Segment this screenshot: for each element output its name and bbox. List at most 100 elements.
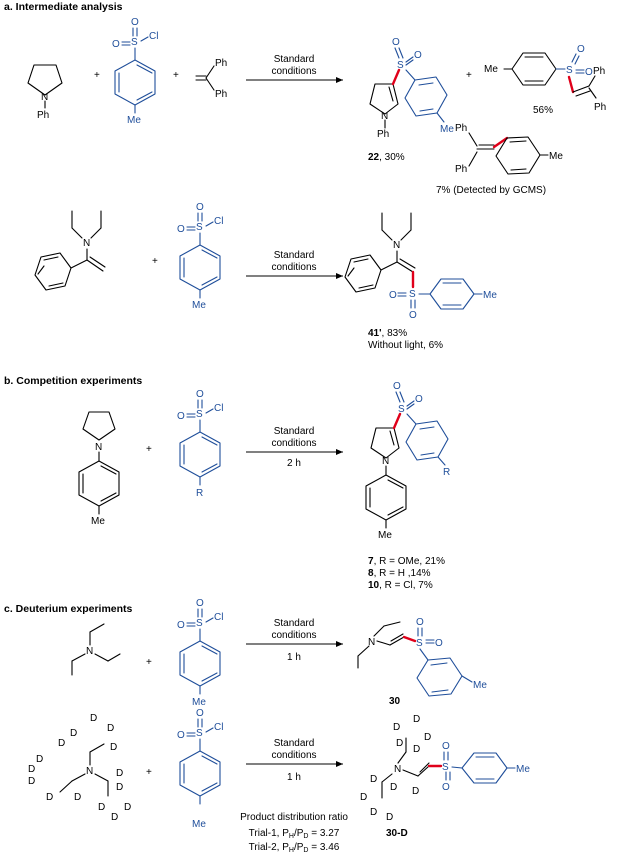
- benzene-ring: [179, 244, 221, 291]
- tosyl-chloride: S O O Cl Me: [177, 202, 223, 311]
- methyl-label: Me: [378, 530, 392, 541]
- plus-sign: +: [466, 70, 472, 81]
- product-30-d: N S O O Me D D D D D: [360, 714, 530, 823]
- without-light-note: Without light, 6%: [368, 340, 443, 351]
- plus-sign: +: [94, 70, 100, 81]
- reaction-b: N Me + S O O Cl R: [78, 381, 450, 591]
- benzene-ring: [114, 59, 156, 106]
- deuterium-label: D: [396, 738, 403, 749]
- conditions-line2: conditions: [271, 262, 316, 273]
- deuterium-label: D: [386, 812, 393, 823]
- methyl-label: Me: [192, 819, 206, 830]
- atom-n: N: [95, 442, 102, 453]
- aryl-sulfonyl-chloride: S O O Cl R: [177, 389, 223, 499]
- pyrrolidine-ring: [27, 64, 63, 96]
- methyl-label: Me: [91, 516, 105, 527]
- atom-o: O: [177, 224, 185, 235]
- conditions-line2: conditions: [271, 630, 316, 641]
- benzene-ring: [179, 640, 221, 687]
- ph-label: Ph: [215, 89, 227, 100]
- conditions-line1: Standard: [274, 426, 315, 437]
- atom-n: N: [368, 637, 375, 648]
- methyl-label: Me: [473, 680, 487, 691]
- product-22: N Ph S O O Me: [369, 37, 454, 140]
- product-30-d-label: 30-D: [386, 828, 408, 839]
- conditions-line2: conditions: [271, 750, 316, 761]
- r-label: R: [196, 488, 203, 499]
- product-b: N Me S O O R: [365, 381, 450, 541]
- deuterium-label: D: [116, 782, 123, 793]
- benzene-ring: [179, 431, 221, 478]
- byproduct-yield: 56%: [533, 105, 553, 116]
- atom-o: O: [177, 730, 185, 741]
- atom-o: O: [196, 708, 204, 719]
- new-cs-bond: [392, 412, 402, 430]
- atom-n: N: [394, 764, 401, 775]
- atom-cl: Cl: [214, 216, 223, 227]
- deuterium-label: D: [393, 722, 400, 733]
- methyl-label: Me: [484, 64, 498, 75]
- ratio-title: Product distribution ratio: [240, 812, 348, 823]
- atom-n: N: [382, 456, 389, 467]
- conditions-line1: Standard: [274, 738, 315, 749]
- triethylamine: N: [71, 623, 121, 676]
- deuterium-label: D: [116, 768, 123, 779]
- atom-o: O: [415, 394, 423, 405]
- atom-o: O: [577, 44, 585, 55]
- atom-n: N: [86, 646, 93, 657]
- n-tolylpyrrolidine: N Me: [78, 411, 120, 527]
- deuterium-label: D: [107, 723, 114, 734]
- methyl-label: Me: [483, 290, 497, 301]
- tolyl-ring: [416, 657, 463, 697]
- trial-2-ratio: Trial-2, PH/PD = 3.46: [249, 842, 340, 854]
- vinyl-sulfone-byproduct: Me S O O Ph Ph: [484, 44, 606, 113]
- atom-o: O: [435, 638, 443, 649]
- methyl-label: Me: [549, 151, 563, 162]
- atom-o: O: [389, 290, 397, 301]
- atom-o: O: [196, 202, 204, 213]
- phenyl-ring: [34, 252, 72, 291]
- reaction-a1: N Ph + S O O Cl Me +: [27, 17, 606, 196]
- methyl-label: Me: [192, 300, 206, 311]
- reaction-time: 1 h: [287, 772, 301, 783]
- deuterium-label: D: [370, 807, 377, 818]
- atom-o: O: [131, 17, 139, 28]
- deuterium-label: D: [28, 764, 35, 775]
- enamine-substrate: N: [34, 210, 106, 291]
- reaction-a2: N + S O O: [34, 202, 497, 351]
- deuterium-label: D: [413, 714, 420, 725]
- deuterium-label: D: [111, 812, 118, 823]
- atom-n: N: [83, 238, 90, 249]
- conditions-line2: conditions: [271, 438, 316, 449]
- atom-o: O: [112, 39, 120, 50]
- atom-cl: Cl: [149, 31, 158, 42]
- ph-label: Ph: [455, 123, 467, 134]
- atom-s: S: [196, 728, 203, 739]
- deuterium-label: D: [46, 792, 53, 803]
- atom-n: N: [393, 240, 400, 251]
- plus-sign: +: [146, 767, 152, 778]
- tolyl-ring: [365, 474, 407, 521]
- atom-o: O: [442, 741, 450, 752]
- reaction-time: 2 h: [287, 458, 301, 469]
- methyl-label: Me: [192, 697, 206, 708]
- atom-o: O: [393, 381, 401, 392]
- ph-label: Ph: [215, 58, 227, 69]
- methyl-label: Me: [440, 124, 454, 135]
- conditions-line2: conditions: [271, 66, 316, 77]
- deuterium-label: D: [412, 786, 419, 797]
- atom-s: S: [196, 409, 203, 420]
- deuterium-label: D: [28, 776, 35, 787]
- deuterium-label: D: [390, 782, 397, 793]
- ph-label: Ph: [37, 110, 49, 121]
- product-30: N S O O Me: [357, 617, 487, 697]
- deuterium-label: D: [360, 792, 367, 803]
- atom-o: O: [416, 617, 424, 628]
- atom-n: N: [41, 92, 48, 103]
- new-cs-bond: [402, 635, 417, 643]
- atom-s: S: [416, 638, 423, 649]
- atom-o: O: [392, 37, 400, 48]
- product-41: N S O O Me: [344, 212, 497, 321]
- plus-sign: +: [152, 256, 158, 267]
- deuterium-label: D: [413, 744, 420, 755]
